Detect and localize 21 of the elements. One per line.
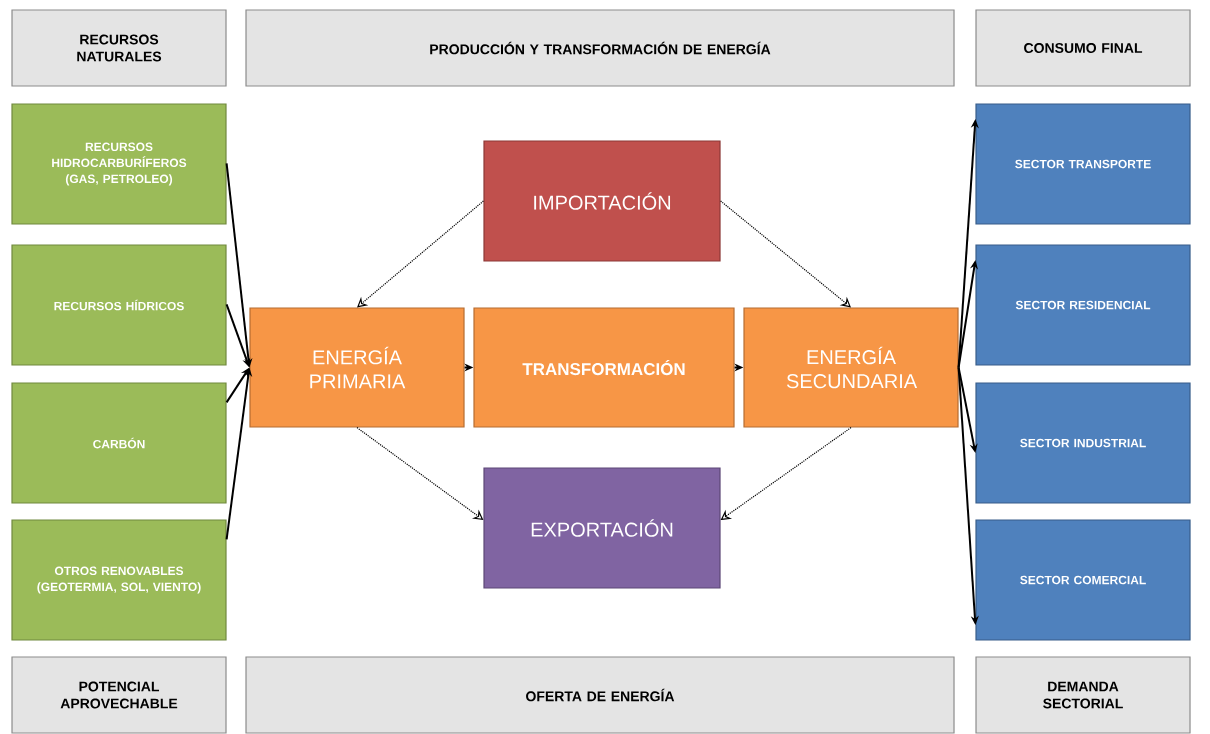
resource-box: RECURSOS HIDROCARBURÍFEROS (GAS, PETROLEO) bbox=[11, 103, 227, 225]
sector-box: SECTOR INDUSTRIAL bbox=[975, 382, 1191, 504]
header-box: PRODUCCIÓN Y TRANSFORMACIÓN DE ENERGÍA bbox=[245, 9, 955, 87]
process-box: ENERGÍA SECUNDARIA bbox=[743, 307, 959, 428]
process-box: ENERGÍA PRIMARIA bbox=[249, 307, 465, 428]
process-box: TRANSFORMACIÓN bbox=[473, 307, 735, 428]
process-box: IMPORTACIÓN bbox=[483, 140, 721, 262]
resource-box: CARBÓN bbox=[11, 382, 227, 504]
header-box: OFERTA DE ENERGÍA bbox=[245, 656, 955, 734]
resource-box: OTROS RENOVABLES (GEOTERMIA, SOL, VIENTO) bbox=[11, 519, 227, 641]
arrow bbox=[720, 200, 851, 308]
header-box: DEMANDA SECTORIAL bbox=[975, 656, 1191, 734]
sector-box: SECTOR COMERCIAL bbox=[975, 519, 1191, 641]
resource-box: RECURSOS HÍDRICOS bbox=[11, 244, 227, 366]
sector-box: SECTOR TRANSPORTE bbox=[975, 103, 1191, 225]
sector-box: SECTOR RESIDENCIAL bbox=[975, 244, 1191, 366]
process-box: EXPORTACIÓN bbox=[483, 467, 721, 589]
header-box: CONSUMO FINAL bbox=[975, 9, 1191, 87]
header-box: POTENCIAL APROVECHABLE bbox=[11, 656, 227, 734]
arrow bbox=[357, 200, 484, 308]
header-box: RECURSOS NATURALES bbox=[11, 9, 227, 87]
